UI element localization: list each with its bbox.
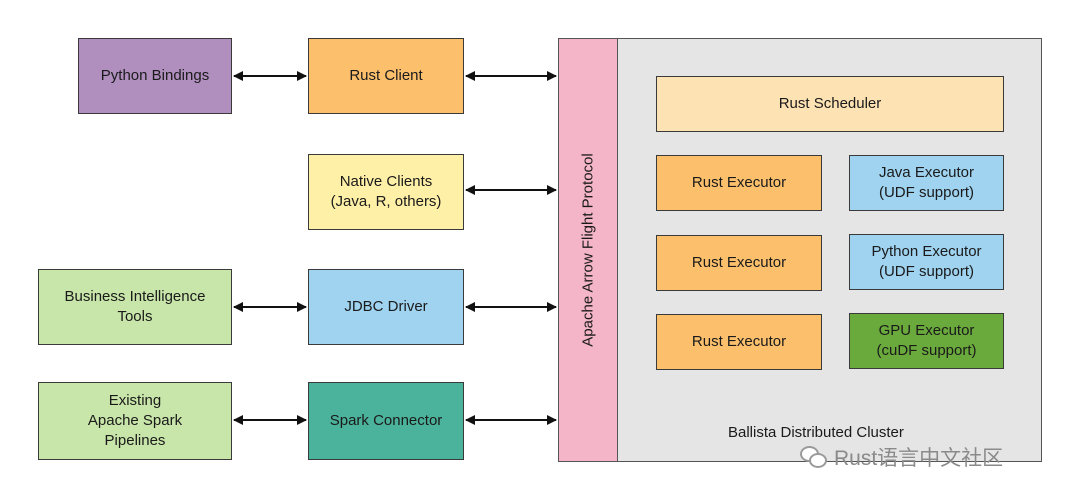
python-bindings-label: Python Bindings	[100, 67, 210, 84]
rust-executor-2-box: Rust Executor	[656, 235, 822, 291]
spark-connector-label: Spark Connector	[329, 412, 443, 429]
rust-client-box: Rust Client	[308, 38, 464, 114]
arrow-flight-protocol-label: Apache Arrow Flight Protocol	[579, 153, 597, 347]
gpu-executor-box: GPU Executor (cuDF support)	[849, 313, 1004, 369]
business-intelligence-tools-label: Business Intelligence Tools	[64, 288, 206, 325]
native-clients-label: Native Clients (Java, R, others)	[330, 173, 442, 210]
python-bindings-box: Python Bindings	[78, 38, 232, 114]
jdbc-driver-label: JDBC Driver	[344, 298, 428, 315]
rust-executor-1-box: Rust Executor	[656, 155, 822, 211]
existing-apache-spark-pipelines-box: Existing Apache Spark Pipelines	[38, 382, 232, 460]
spark-connector-box: Spark Connector	[308, 382, 464, 460]
watermark: Rust语言中文社区	[800, 442, 1003, 472]
existing-apache-spark-pipelines-label: Existing Apache Spark Pipelines	[87, 392, 183, 449]
java-executor-box: Java Executor (UDF support)	[849, 155, 1004, 211]
rust-executor-1-label: Rust Executor	[691, 174, 787, 191]
python-executor-label: Python Executor (UDF support)	[871, 243, 982, 280]
watermark-text: Rust语言中文社区	[834, 447, 1004, 470]
python-executor-box: Python Executor (UDF support)	[849, 234, 1004, 290]
rust-executor-3-box: Rust Executor	[656, 314, 822, 370]
ballista-cluster-label: Ballista Distributed Cluster	[728, 424, 904, 441]
rust-executor-3-label: Rust Executor	[691, 333, 787, 350]
rust-executor-2-label: Rust Executor	[691, 254, 787, 271]
gpu-executor-label: GPU Executor (cuDF support)	[876, 322, 977, 359]
rust-scheduler-box: Rust Scheduler	[656, 76, 1004, 132]
native-clients-box: Native Clients (Java, R, others)	[308, 154, 464, 230]
business-intelligence-tools-box: Business Intelligence Tools	[38, 269, 232, 345]
java-executor-label: Java Executor (UDF support)	[878, 164, 975, 201]
arrow-flight-protocol-bar: Apache Arrow Flight Protocol	[558, 38, 618, 462]
jdbc-driver-box: JDBC Driver	[308, 269, 464, 345]
wechat-icon	[800, 446, 828, 468]
rust-client-label: Rust Client	[349, 67, 423, 84]
rust-scheduler-label: Rust Scheduler	[778, 95, 882, 112]
